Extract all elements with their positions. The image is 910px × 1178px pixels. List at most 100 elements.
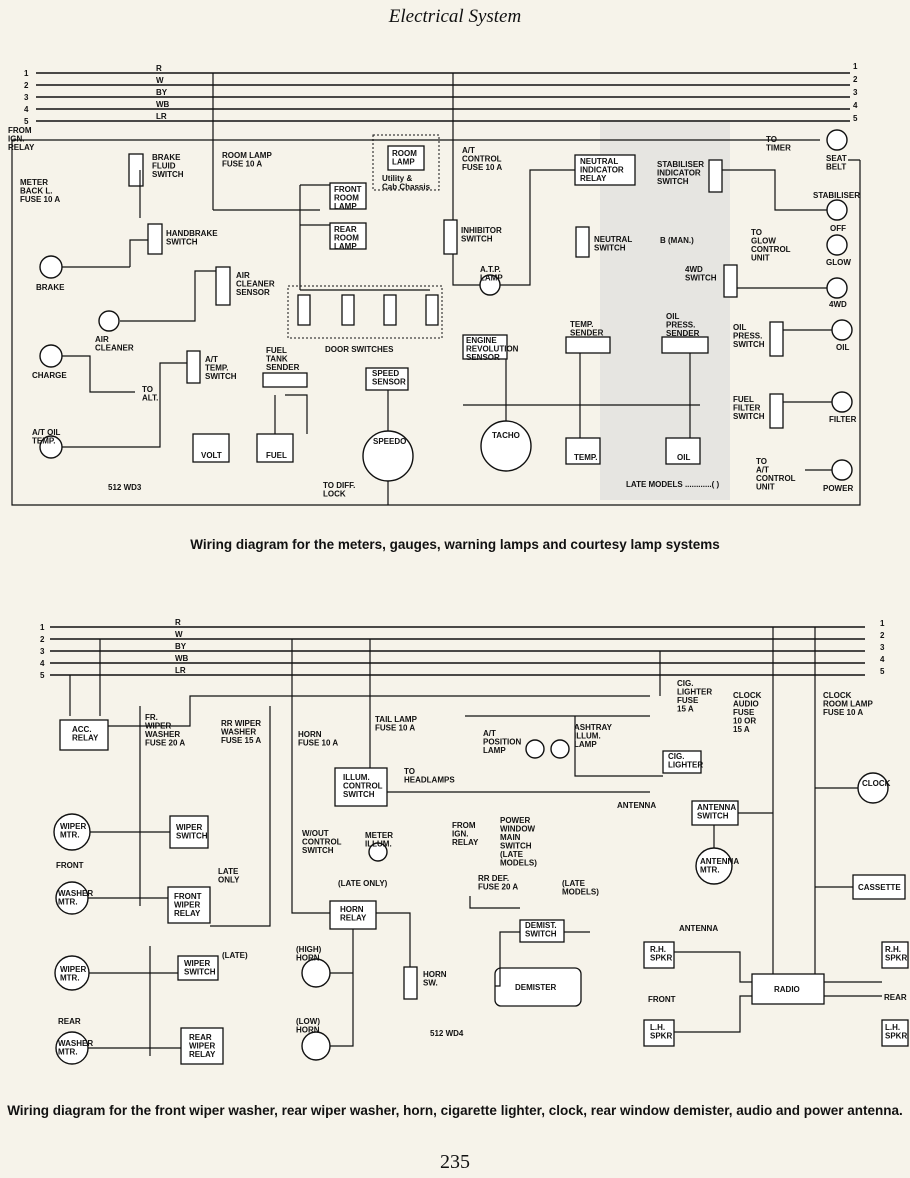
room-lamp <box>387 145 425 171</box>
4wd-switch <box>723 264 738 298</box>
wire-code: R <box>156 64 162 73</box>
utility-cab-label: Utility &Cab Chassis <box>382 174 431 192</box>
bus-num: 4 <box>853 101 858 110</box>
rear-room-lamp <box>329 222 367 250</box>
4wd-label: 4WD <box>829 300 847 309</box>
front-wiper-relay <box>167 886 211 924</box>
air-cleaner-sensor <box>215 266 231 306</box>
bus-wire-codes: R W BY WB LR <box>175 618 189 675</box>
radio-label: RADIO <box>774 985 800 994</box>
front-label: FRONT <box>56 861 84 870</box>
bus-numbers-right: 1 2 3 4 5 <box>853 62 858 123</box>
temp-gauge <box>565 437 601 465</box>
b-man-label: B (MAN.) <box>660 236 694 245</box>
door-switch <box>425 294 439 326</box>
wire-code: LR <box>156 112 167 121</box>
bus-numbers-left: 1 2 3 4 5 <box>24 69 29 126</box>
power-label: POWER <box>823 484 853 493</box>
fuel-gauge <box>256 433 294 463</box>
antenna-switch <box>691 800 739 826</box>
wire-code: LR <box>175 666 186 675</box>
volt-label: VOLT <box>201 451 222 460</box>
filter-lamp-icon <box>831 391 853 413</box>
bus-lines <box>36 72 850 122</box>
bus-num: 5 <box>853 114 858 123</box>
rh-spkr-left-label: R.H.SPKR <box>650 945 672 963</box>
wire-code: WB <box>156 100 170 109</box>
meter-illum-lamp-icon <box>368 842 388 862</box>
oil-press-sender <box>661 336 709 354</box>
diagram2-caption: Wiring diagram for the front wiper washe… <box>7 1103 903 1118</box>
fuel-filter-switch <box>769 393 784 429</box>
bus-num: 2 <box>24 81 29 90</box>
cig-lighter-label: CIG.LIGHTER <box>668 752 703 770</box>
lh-spkr-left-label: L.H.SPKR <box>650 1023 672 1041</box>
lh-speaker-left <box>643 1019 675 1047</box>
acc-relay <box>59 719 109 751</box>
demister-label: DEMISTER <box>515 983 557 992</box>
bus-num: 1 <box>24 69 29 78</box>
glow-label: GLOW <box>826 258 851 267</box>
bus-num: 1 <box>853 62 858 71</box>
horn-low-label: (LOW)HORN <box>296 1017 320 1035</box>
charge-label: CHARGE <box>32 371 67 380</box>
illum-control-switch <box>334 767 388 807</box>
wire-code: W <box>175 630 183 639</box>
demister <box>494 967 582 1007</box>
late-label: (LATE) <box>222 951 248 960</box>
rh-spkr-right-label: R.H.SPKR <box>885 945 907 963</box>
bus-num: 5 <box>24 117 29 126</box>
bus-num: 5 <box>40 671 45 680</box>
temp-sender <box>565 336 611 354</box>
bus-num: 1 <box>40 623 45 632</box>
glow-lamp-icon <box>826 234 848 256</box>
oil-lamp-icon <box>831 319 853 341</box>
volt-gauge <box>192 433 230 463</box>
late-models-label: LATE MODELS ............( ) <box>626 480 720 489</box>
wiring-diagram-wiper-horn-audio: 1 2 3 4 5 1 2 3 4 5 R W BY WB LR ACC.REL… <box>40 618 909 1065</box>
page-header: Electrical System <box>388 6 522 27</box>
bus-numbers-right: 1 2 3 4 5 <box>880 619 885 676</box>
speed-sensor <box>365 367 409 391</box>
inhibitor-switch <box>443 219 458 255</box>
stabiliser-label: STABILISER <box>813 191 860 200</box>
rh-speaker-left <box>643 941 675 969</box>
horn-low-icon <box>301 1031 331 1061</box>
charge-lamp-icon <box>39 344 63 368</box>
rear-wiper-relay <box>180 1027 224 1065</box>
door-switches-label: DOOR SWITCHES <box>325 345 394 354</box>
oil-gauge <box>665 437 701 465</box>
demist-switch-label: DEMIST.SWITCH <box>525 921 557 939</box>
at-temp-switch <box>186 350 201 384</box>
late-only2-label: (LATE ONLY) <box>338 879 388 888</box>
rh-speaker-right <box>881 941 909 969</box>
temp-gauge-label: TEMP. <box>574 453 597 462</box>
